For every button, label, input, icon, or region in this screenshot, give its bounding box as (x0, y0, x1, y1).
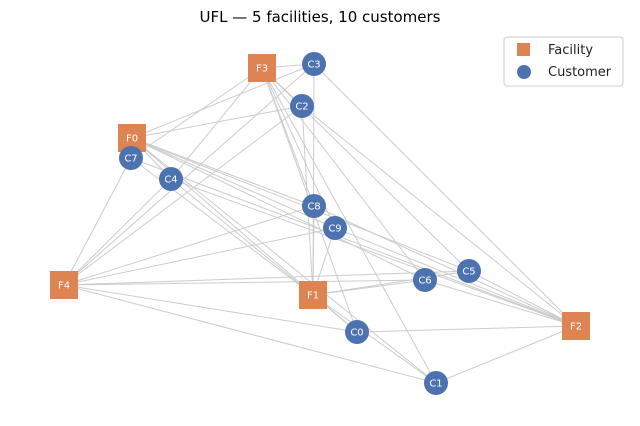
customer-node-c2: C2 (290, 94, 314, 118)
diagram-title: UFL — 5 facilities, 10 customers (200, 8, 441, 26)
edge-f1-c1 (312, 294, 437, 384)
edge-f0-c6 (131, 137, 426, 281)
customer-marker (424, 371, 448, 395)
edge-f2-c5 (468, 270, 577, 327)
node-label-f3: F3 (256, 64, 268, 75)
customer-node-c0: C0 (345, 320, 369, 344)
edge-f3-c8 (261, 67, 315, 207)
customer-node-c5: C5 (457, 259, 481, 283)
customer-marker (290, 94, 314, 118)
edge-f4-c8 (63, 205, 315, 286)
facility-node-f3: F3 (248, 54, 276, 82)
edge-f0-c5 (131, 137, 470, 272)
node-label-c4: C4 (164, 175, 177, 186)
legend-customer-label: Customer (548, 65, 612, 80)
edge-f4-c1 (63, 284, 437, 384)
node-label-c8: C8 (307, 202, 320, 213)
edge-f2-c6 (424, 279, 577, 327)
node-label-f2: F2 (570, 322, 582, 333)
edge-f4-c0 (63, 284, 358, 333)
edge-f0-c9 (131, 137, 336, 229)
edge-f0-c2 (131, 105, 303, 139)
node-label-f4: F4 (58, 281, 70, 292)
edge-f3-c1 (261, 67, 437, 384)
facility-marker (248, 54, 276, 82)
node-label-f1: F1 (307, 291, 319, 302)
legend: Facility Customer (503, 36, 624, 87)
facility-node-f1: F1 (299, 281, 327, 309)
customer-marker (413, 268, 437, 292)
edge-f2-c4 (170, 178, 577, 327)
node-label-c5: C5 (462, 267, 475, 278)
edge-f4-c5 (63, 270, 470, 286)
customer-marker (159, 167, 183, 191)
customer-node-c4: C4 (159, 167, 183, 191)
edge-f2-c3 (313, 63, 577, 327)
facility-marker (50, 271, 78, 299)
node-label-c0: C0 (350, 328, 363, 339)
edge-f1-c5 (312, 270, 470, 296)
customer-node-c9: C9 (323, 216, 347, 240)
edge-f2-c2 (301, 105, 577, 327)
edge-f0-c3 (131, 63, 315, 139)
customer-node-c1: C1 (424, 371, 448, 395)
edge-f4-c4 (63, 178, 172, 286)
edge-f2-c7 (130, 157, 577, 327)
customer-node-c8: C8 (302, 194, 326, 218)
edge-f2-c9 (334, 227, 577, 327)
node-label-c3: C3 (307, 60, 320, 71)
customer-marker (302, 194, 326, 218)
edge-f1-c4 (170, 178, 314, 296)
legend-box (503, 36, 624, 87)
edge-f2-c1 (435, 325, 577, 384)
edge-f2-c0 (356, 325, 577, 333)
edge-f1-c6 (312, 279, 426, 296)
facility-node-f2: F2 (562, 312, 590, 340)
customer-marker (323, 216, 347, 240)
customer-marker (457, 259, 481, 283)
legend-customer-swatch (517, 65, 531, 79)
edge-f4-c7 (63, 157, 132, 286)
node-label-c6: C6 (418, 276, 431, 287)
customer-marker (302, 52, 326, 76)
facility-marker (562, 312, 590, 340)
edge-f3-c7 (130, 67, 263, 159)
edge-f4-c3 (63, 63, 315, 286)
customer-node-c3: C3 (302, 52, 326, 76)
legend-facility-swatch (517, 43, 530, 56)
edge-f0-c8 (131, 137, 315, 207)
customer-marker (345, 320, 369, 344)
node-label-c2: C2 (295, 102, 308, 113)
edge-f2-c8 (313, 205, 577, 327)
customer-marker (119, 146, 143, 170)
edge-f4-c2 (63, 105, 303, 286)
edge-group (63, 63, 577, 384)
customer-node-c7: C7 (119, 146, 143, 170)
customer-node-c6: C6 (413, 268, 437, 292)
node-label-c9: C9 (328, 224, 341, 235)
node-label-c7: C7 (124, 154, 137, 165)
facility-marker (299, 281, 327, 309)
facility-node-f4: F4 (50, 271, 78, 299)
edge-f4-c9 (63, 227, 336, 286)
node-label-f0: F0 (126, 134, 138, 145)
edge-f1-c8 (312, 205, 315, 296)
edge-f3-c6 (261, 67, 426, 281)
edge-f1-c7 (130, 157, 314, 296)
edge-f3-c4 (170, 67, 263, 180)
edge-f4-c6 (63, 279, 426, 286)
node-label-c1: C1 (429, 379, 442, 390)
legend-facility-label: Facility (548, 43, 593, 58)
